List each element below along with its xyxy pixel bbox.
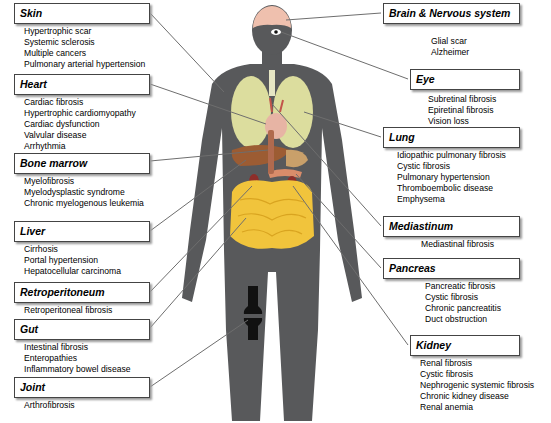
organ-callout: LiverCirrhosisPortal hypertensionHepatoc… [14,221,150,277]
organ-callout: RetroperitoneumRetroperitoneal fibrosis [14,282,150,316]
condition-item: Chronic myelogenous leukemia [24,198,150,209]
bone-marrow [268,130,274,174]
condition-item: Pulmonary hypertension [397,172,520,183]
condition-item: Pancreatic fibrosis [425,281,520,292]
organ-heading: Retroperitoneum [14,282,150,303]
condition-item: Cardiac dysfunction [24,119,150,130]
stomach [286,150,308,167]
gut-folds [238,199,306,236]
condition-item: Enteropathies [24,353,150,364]
organ-heading: Brain & Nervous system [383,3,520,24]
condition-item: Cystic fibrosis [397,161,520,172]
condition-item: Emphysema [397,194,520,205]
condition-item: Alzheimer [431,47,520,58]
organ-heading: Kidney [410,335,520,356]
organ-callout: MediastinumMediastinal fibrosis [383,216,520,250]
condition-item: Renal anemia [420,402,520,413]
organ-callout: PancreasPancreatic fibrosisCystic fibros… [383,258,520,325]
condition-item: Idiopathic pulmonary fibrosis [397,150,520,161]
liver [232,145,290,166]
organ-heading: Mediastinum [383,216,520,237]
organ-heading: Lung [383,127,520,148]
vessel [270,98,283,112]
condition-item: Subretinal fibrosis [428,94,520,105]
organ-callout: HeartCardiac fibrosisHypertrophic cardio… [14,74,150,152]
condition-item: Portal hypertension [24,255,150,266]
organ-callout: GutIntestinal fibrosisEnteropathiesInfla… [14,319,150,375]
organ-heading: Liver [14,221,150,242]
condition-item: Mediastinal fibrosis [421,239,520,250]
organ-callout: Bone marrowMyelofibrosisMyelodysplastic … [14,153,150,209]
condition-item: Cirrhosis [24,244,150,255]
left-lung [231,76,271,148]
organ-heading: Gut [14,319,150,340]
organ-heading: Heart [14,74,150,95]
head [252,5,292,55]
condition-item: Hepatocellular carcinoma [24,266,150,277]
condition-item: Hypertrophic scar [24,26,150,37]
condition-item: Myelofibrosis [24,176,150,187]
organ-callout: KidneyRenal fibrosisCystic fibrosisNephr… [410,335,520,413]
condition-item: Multiple cancers [24,48,150,59]
condition-item: Cystic fibrosis [425,292,520,303]
condition-item: Arrhythmia [24,141,150,152]
condition-item: Valvular disease [24,130,150,141]
brain [253,6,291,28]
condition-item: Vision loss [428,116,520,127]
body-silhouette [182,64,362,421]
organ-heading: Eye [410,69,520,90]
organ-heading: Skin [14,3,150,24]
organ-callout: SkinHypertrophic scarSystemic sclerosisM… [14,3,150,70]
gut [230,180,314,248]
condition-item: Cardiac fibrosis [24,97,150,108]
organ-callout: EyeSubretinal fibrosisEpiretinal fibrosi… [410,69,520,127]
condition-item: Inflammatory bowel disease [24,364,150,375]
organ-heading: Bone marrow [14,153,150,174]
condition-item: Hypertrophic cardiomyopathy [24,108,150,119]
knee-joint [244,286,262,340]
condition-item: Intestinal fibrosis [24,342,150,353]
organ-heading: Pancreas [383,258,520,279]
leader-lines [150,13,408,387]
trachea [269,70,275,96]
condition-item: Myelodysplastic syndrome [24,187,150,198]
condition-item: Glial scar [431,36,520,47]
condition-item: Renal fibrosis [420,358,520,369]
condition-item: Cystic fibrosis [420,369,520,380]
eye [271,29,281,35]
condition-item: Chronic kidney disease [420,391,520,402]
organ-callout: JointArthrofibrosis [14,377,150,411]
organ-heading: Joint [14,377,150,398]
condition-item: Epiretinal fibrosis [428,105,520,116]
condition-item: Thromboembolic disease [397,183,520,194]
condition-item: Arthrofibrosis [24,400,150,411]
condition-item: Duct obstruction [425,314,520,325]
condition-item: Nephrogenic systemic fibrosis [420,380,520,391]
condition-item: Chronic pancreatitis [425,303,520,314]
condition-item: Systemic sclerosis [24,37,150,48]
organ-callout: LungIdiopathic pulmonary fibrosisCystic … [383,127,520,205]
organ-callout: Brain & Nervous systemGlial scarAlzheime… [383,3,520,58]
condition-item: Pulmonary arterial hypertension [24,59,150,70]
pupil [274,30,278,34]
condition-item: Retroperitoneal fibrosis [24,305,150,316]
